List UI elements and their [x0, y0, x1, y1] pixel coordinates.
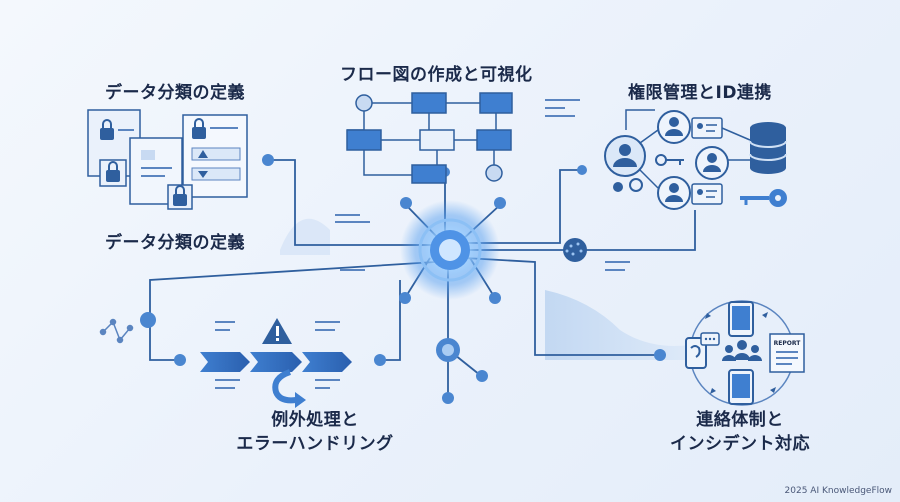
label-exception-handling: 例外処理と エラーハンドリング — [215, 408, 415, 456]
label-incident-response: 連絡体制と インシデント対応 — [650, 408, 830, 456]
phone-icon — [685, 337, 707, 369]
bg-wave — [545, 290, 690, 360]
lock-icon — [106, 170, 120, 182]
arrow-icon — [250, 352, 302, 372]
label-exception-line1: 例外処理と — [271, 410, 359, 430]
footer-credit: 2025 AI KnowledgeFlow — [784, 486, 892, 496]
arrow-icon — [200, 352, 250, 372]
user-icon — [669, 117, 679, 127]
flowchart-illustration — [346, 92, 513, 184]
deco-dashes — [215, 99, 630, 389]
incident-cycle-illustration: REPORT — [685, 300, 805, 406]
lock-icon — [192, 127, 206, 139]
lock-icon — [173, 194, 187, 206]
mini-graph — [99, 318, 134, 344]
label-exception-line2: エラーハンドリング — [236, 434, 394, 454]
report-tag: REPORT — [774, 340, 802, 347]
arrow-icon — [302, 352, 352, 372]
key-icon — [740, 189, 787, 207]
user-icon — [619, 144, 631, 156]
label-flow-diagram: フロー図の作成と可視化 — [340, 65, 533, 85]
label-incident-line1: 連絡体制と — [696, 410, 784, 430]
node-large-core — [442, 344, 454, 356]
label-incident-line2: インシデント対応 — [670, 434, 810, 454]
central-hub — [400, 200, 500, 300]
access-illustration — [604, 109, 787, 210]
report-icon — [769, 333, 805, 373]
label-data-classification-bottom: データ分類の定義 — [105, 233, 245, 253]
team-icon — [722, 340, 762, 361]
warning-icon — [262, 318, 292, 344]
arrow-flow-illustration — [200, 318, 352, 408]
label-access-management: 権限管理とID連携 — [628, 83, 772, 103]
database-icon — [749, 122, 787, 174]
globe-node — [563, 238, 587, 262]
user-icon — [707, 153, 717, 163]
key-icon — [655, 154, 684, 166]
documents-illustration — [87, 109, 248, 210]
user-icon — [669, 183, 679, 193]
bg-wave — [280, 218, 330, 255]
label-data-classification-top: データ分類の定義 — [105, 83, 245, 103]
